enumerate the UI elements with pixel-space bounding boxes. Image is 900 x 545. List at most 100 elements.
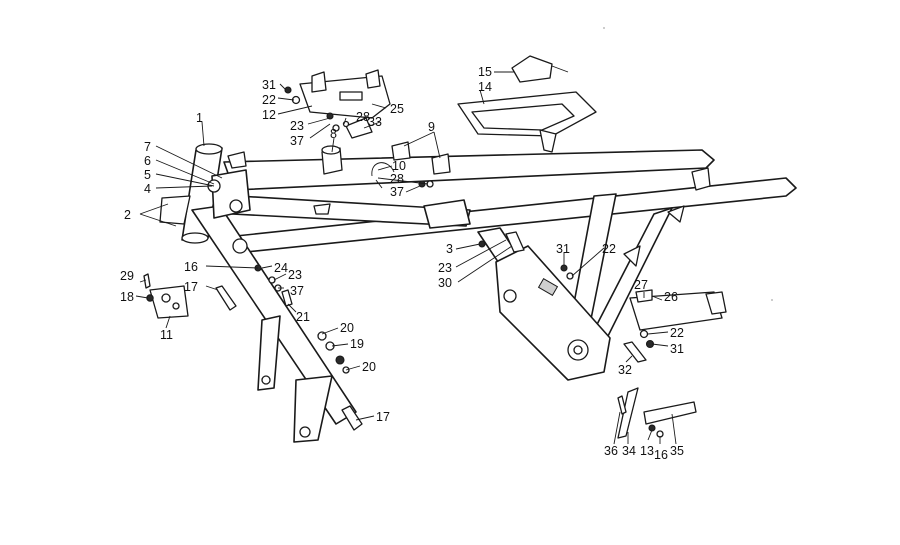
callout-11: 11 <box>160 328 173 342</box>
print-speck <box>771 299 773 301</box>
callout-17b: 17 <box>376 410 390 424</box>
mount-bush <box>229 199 243 213</box>
bolt-29 <box>143 273 151 289</box>
leader-32 <box>625 355 633 363</box>
callout-8: 8 <box>330 127 337 141</box>
leader-31a <box>279 83 287 91</box>
leader-2a <box>139 203 169 215</box>
callout-36: 36 <box>604 444 618 458</box>
mount-bush <box>232 238 248 254</box>
rail-tab <box>667 205 685 223</box>
callout-20a: 20 <box>340 321 354 335</box>
leader-12 <box>277 105 313 115</box>
plate-boss <box>503 289 517 303</box>
bracket-26 <box>629 291 723 331</box>
callout-4: 4 <box>144 182 151 196</box>
leader-13 <box>647 429 653 441</box>
link-34 <box>617 387 639 439</box>
callout-7: 7 <box>144 140 151 154</box>
battery-tray-drain <box>539 129 557 153</box>
link-35 <box>643 401 697 425</box>
headstock-lug <box>227 151 247 169</box>
front-down-tube <box>191 205 357 425</box>
steering-head-bottom <box>181 232 209 244</box>
leader-9b <box>433 131 441 159</box>
leader-20b <box>345 365 361 371</box>
callout-5: 5 <box>144 168 151 182</box>
leader-9a <box>403 131 435 147</box>
callout-19: 19 <box>350 337 364 351</box>
engine-bracket-left <box>257 315 281 391</box>
leader-4 <box>155 185 213 189</box>
callout-14: 14 <box>478 80 492 94</box>
callout-22a: 22 <box>262 93 276 107</box>
leader-23c <box>455 239 507 268</box>
leader-17b <box>355 415 375 421</box>
battery-strap <box>511 55 553 83</box>
callout-31b: 31 <box>556 242 570 256</box>
leader-18 <box>135 295 149 299</box>
leader-5 <box>155 173 215 187</box>
rubber-mount-8-top <box>321 145 341 155</box>
leader-3 <box>455 243 481 250</box>
washer-22 <box>566 272 574 280</box>
leader-21 <box>287 303 297 313</box>
bolt-36 <box>617 395 627 415</box>
callout-33: 33 <box>368 115 382 129</box>
bolt-head <box>326 112 334 120</box>
leader-25 <box>371 103 387 109</box>
spring-clip-10-end <box>375 179 383 189</box>
callout-16a: 16 <box>184 260 198 274</box>
bracket-26-end <box>705 291 727 315</box>
nut-31 <box>284 86 292 94</box>
bolt-21 <box>281 289 293 307</box>
leader-22a <box>277 97 295 101</box>
leader-2b <box>139 213 177 227</box>
leader-29 <box>139 279 147 283</box>
callout-28a: 28 <box>356 110 370 124</box>
steering-head-top <box>195 143 223 155</box>
callout-16b: 16 <box>654 448 668 462</box>
main-frame <box>159 143 797 443</box>
callout-6: 6 <box>144 154 151 168</box>
bolt-17b <box>341 405 363 431</box>
callout-37a: 37 <box>290 134 304 148</box>
leader-28a <box>343 117 347 125</box>
center-cross-member <box>423 199 471 229</box>
leader-24 <box>261 265 273 269</box>
leader-23a <box>307 117 331 125</box>
rail-tab <box>313 203 331 215</box>
leader-30 <box>457 245 513 283</box>
nut-19b <box>335 355 345 365</box>
leader-20a <box>321 327 339 335</box>
callout-22c: 22 <box>670 326 684 340</box>
callout-10: 10 <box>392 159 406 173</box>
leader-14 <box>479 89 485 105</box>
plate-11 <box>149 285 189 319</box>
callout-13: 13 <box>640 444 654 458</box>
leader-16a <box>205 265 259 269</box>
callout-34: 34 <box>622 444 636 458</box>
plate-11-hole <box>161 293 171 303</box>
leader-10 <box>377 165 393 171</box>
leader-36 <box>613 411 621 445</box>
leader-8 <box>331 137 335 153</box>
steering-lock-bracket <box>159 195 191 225</box>
callout-22b: 22 <box>602 242 616 256</box>
callout-20b: 20 <box>362 360 376 374</box>
callout-30: 30 <box>438 276 452 290</box>
callout-12: 12 <box>262 108 276 122</box>
callout-21: 21 <box>296 310 310 324</box>
plate-tab <box>537 277 559 297</box>
leader-19 <box>331 343 349 347</box>
headstock-gusset <box>211 169 251 219</box>
electrical-bracket-lug <box>311 71 327 93</box>
leader-31c <box>651 343 669 347</box>
callout-17a: 17 <box>184 280 198 294</box>
engine-bracket-front <box>293 375 333 443</box>
rubber-mount-9b <box>431 153 451 175</box>
leader-7 <box>155 145 223 179</box>
bracket-slot <box>339 91 363 101</box>
